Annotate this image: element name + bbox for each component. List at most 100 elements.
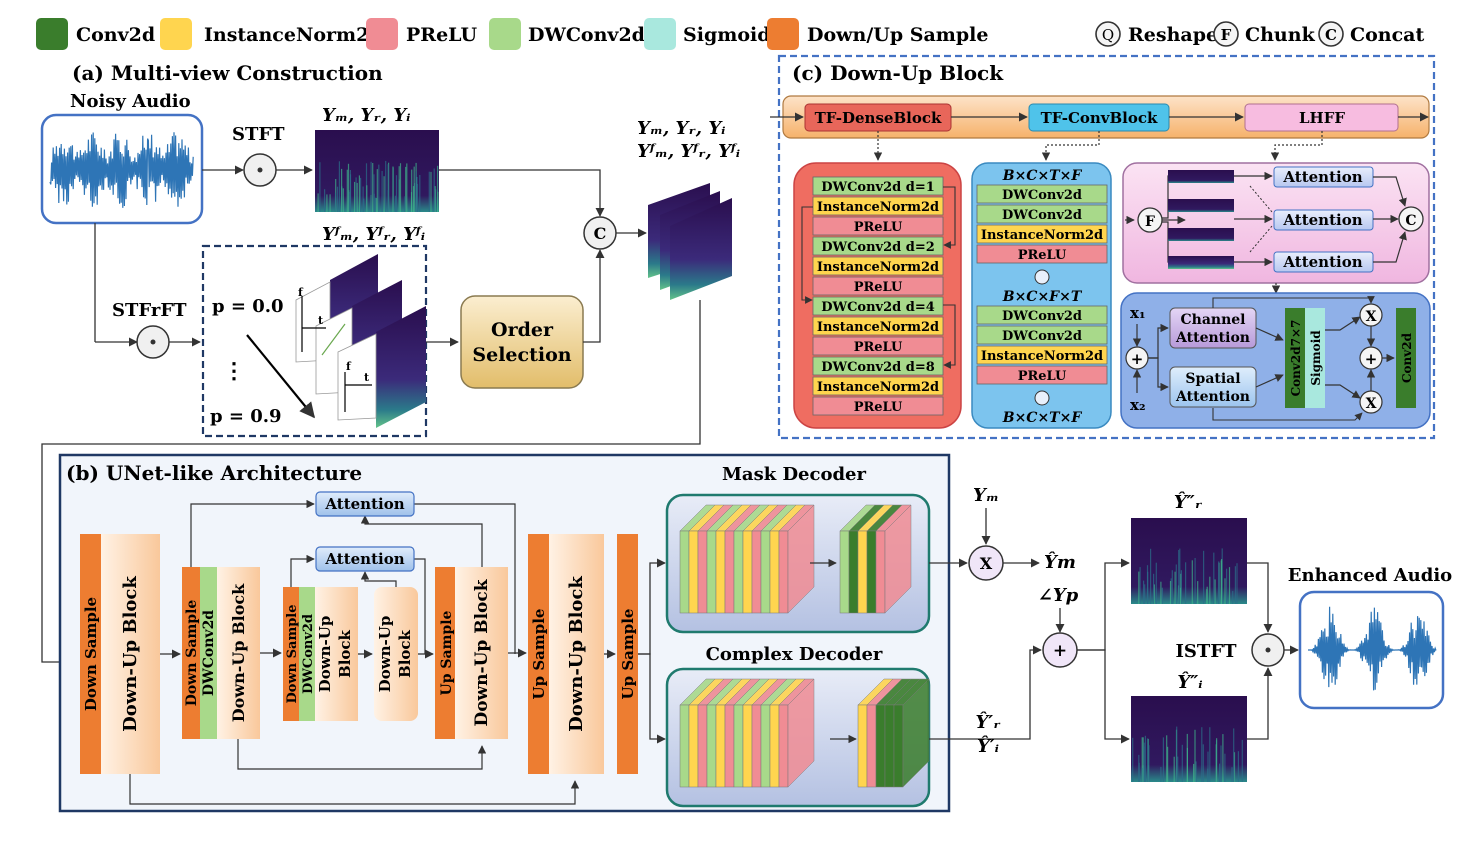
- spec-streak: [363, 198, 365, 212]
- spec-streak: [1173, 756, 1175, 782]
- legend-label-conv2d: Conv2d: [76, 24, 155, 46]
- down-up-block-d2: [549, 534, 604, 774]
- arrow-a-to-b: [41, 300, 701, 667]
- skip-e2-d1: [237, 739, 487, 770]
- dense-layer-label-11: PReLU: [854, 400, 903, 415]
- spec-streak: [1147, 738, 1149, 782]
- spec-streak: [1147, 738, 1149, 782]
- sig-to-mul-1: [1325, 316, 1361, 331]
- mask-b-slab-1: [848, 530, 859, 614]
- conv-top-layer-2: [976, 224, 1108, 244]
- conv-bottom-layer-2: [976, 345, 1108, 365]
- spec-streak: [336, 186, 339, 212]
- spec-streak: [1241, 739, 1243, 782]
- spec-streak: [1144, 735, 1146, 782]
- spec-streak: [1166, 735, 1168, 782]
- complex-a-slab-4: [715, 704, 726, 788]
- spec-streak: [348, 191, 350, 212]
- dense-layer-label-4: InstanceNorm2d: [817, 260, 939, 275]
- legend-label-concat: Concat: [1350, 24, 1424, 46]
- spec-streak: [1138, 762, 1140, 782]
- dwconv-3-label: DWConv2d: [301, 614, 316, 694]
- p-end-label: p = 0.9: [210, 406, 282, 427]
- concat-icon: [1318, 21, 1344, 47]
- spec-streak: [1228, 567, 1231, 604]
- down-up-block-d1-label: Down-Up Block: [472, 578, 492, 726]
- spec-streak: [392, 166, 394, 212]
- reshape-icon-2: [1034, 390, 1050, 406]
- mask-b-slab-2: [857, 530, 868, 614]
- mask-b-slab-3: [866, 530, 877, 614]
- conv-top-layer-label-1: DWConv2d: [1002, 208, 1082, 223]
- lhff-concat-label: C: [1405, 213, 1416, 229]
- spec-streak: [383, 176, 385, 212]
- spec-streak: [362, 186, 364, 212]
- complex-a-slab-5: [724, 704, 735, 788]
- spec-streak: [1236, 563, 1238, 604]
- yi-double-prime-label: Ŷ″ᵢ: [1177, 670, 1202, 693]
- dense-layer-7: [812, 316, 944, 336]
- mask-a-slab-1: [688, 530, 699, 614]
- dwconv-2: [200, 567, 217, 739]
- up-sample-3: [617, 534, 638, 774]
- multi-view-output-stack: [648, 183, 732, 300]
- att-to-concat-1: [1373, 176, 1407, 207]
- channel-to-conv: [1255, 327, 1284, 341]
- panel-a-title: (a) Multi-view Construction: [72, 61, 383, 85]
- spec-streak: [372, 163, 374, 212]
- chunk-icon: [1213, 21, 1239, 47]
- yr-prime-label: Ŷ′ᵣ: [975, 710, 1001, 733]
- legend-swatch-dwconv: [489, 18, 521, 50]
- spatial-to-conv: [1255, 374, 1284, 388]
- mask-a-slab-9: [760, 530, 771, 614]
- conv-bottom-layer-label-2: InstanceNorm2d: [981, 349, 1103, 364]
- x1-bypass: [1212, 296, 1375, 308]
- spec-streak: [347, 163, 350, 212]
- bottleneck-to-attn: [360, 571, 397, 587]
- panel-b-title: (b) UNet-like Architecture: [66, 461, 362, 485]
- down-up-block-3: [315, 587, 358, 721]
- ym-label: Yₘ: [973, 485, 999, 506]
- spec-streak: [1232, 590, 1234, 604]
- d1-to-attn: [360, 515, 483, 567]
- spec-streak: [398, 166, 400, 212]
- attn-in-inner: [290, 554, 315, 587]
- reshape-icon-1: [1034, 269, 1050, 285]
- complex-b-slab-side: [902, 678, 930, 788]
- down-sample-1-label: Down Sample: [82, 597, 100, 711]
- lhff-attention-2: [1273, 209, 1374, 231]
- frft-spectrogram-stack: f t f t: [295, 254, 426, 428]
- dense-layer-6: [812, 296, 944, 316]
- mul-node-1-label: X: [1366, 309, 1377, 325]
- spec-streak: [1202, 744, 1204, 782]
- spec-streak: [1195, 761, 1197, 782]
- stfrft-dot-icon: [150, 339, 156, 345]
- spec-streak: [394, 195, 396, 212]
- frft-spec-3: [376, 306, 426, 428]
- spec-streak: [1147, 571, 1149, 604]
- spec-streak: [1233, 752, 1236, 782]
- channel-attention-line2: Attention: [1175, 330, 1250, 346]
- spec-streak: [406, 163, 408, 212]
- dense-layer-label-6: DWConv2d d=4: [821, 300, 935, 315]
- axis-t-label-1: t: [318, 314, 324, 327]
- output-stage: Yₘ X Ŷm ∠Yp Ŷ′ᵣ Ŷ′ᵢ + Ŷ″ᵣ ISTFT Ŷ″ᵢ Enha…: [929, 485, 1452, 782]
- attn-out-outer: [414, 503, 516, 654]
- mask-a-slab-10: [769, 530, 780, 614]
- dense-layer-1: [812, 196, 944, 216]
- conv-top-layer-label-3: PReLU: [1018, 248, 1067, 263]
- mask-a-slab-side: [787, 504, 815, 614]
- dense-layer-label-10: InstanceNorm2d: [817, 380, 939, 395]
- dense-layer-0: [812, 176, 944, 196]
- dense-layer-label-9: DWConv2d d=8: [821, 360, 935, 375]
- noisy-waveform: [49, 132, 194, 208]
- attention-outer: [315, 491, 415, 517]
- conv-shape-2: B×C×F×T: [1002, 289, 1083, 305]
- sigmoid-block: [1305, 308, 1325, 408]
- dense-skip-1: [801, 206, 813, 304]
- spec-streak: [1141, 767, 1143, 782]
- legend-label-sample: Down/Up Sample: [807, 24, 988, 46]
- spec-streak: [1186, 747, 1188, 782]
- add-node-label: +: [1365, 350, 1378, 368]
